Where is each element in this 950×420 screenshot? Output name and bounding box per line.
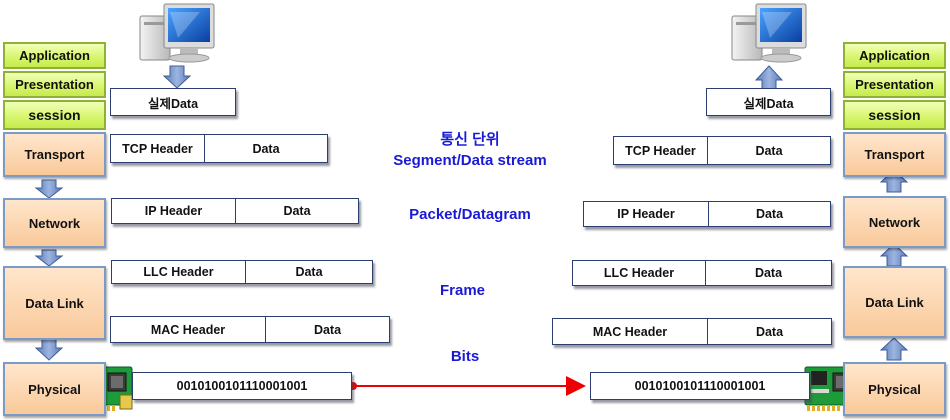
llc-data-cell: Data [705,261,831,285]
ip-packet-box: IP Header Data [583,201,831,227]
layer-label: Transport [24,147,85,162]
layer-application: Application [843,42,946,69]
llc-header-cell: LLC Header [143,265,214,279]
bits-value: 0010100101110001001 [634,379,766,393]
tcp-data-cell: Data [204,135,327,162]
llc-header-cell: LLC Header [603,266,675,280]
layer-label: Physical [868,381,921,397]
frame-label: Frame [439,282,486,299]
layer-transport: Transport [843,132,946,177]
layer-session: session [843,100,946,130]
unit-title-label: 통신 단위 [440,131,500,148]
mac-header-cell: MAC Header [150,322,226,337]
layer-label: Physical [28,381,81,397]
tcp-segment-box: TCP Header Data [613,136,831,165]
layer-label: Network [28,215,81,231]
bits-label: Bits [450,348,480,365]
ip-header-cell: IP Header [144,204,203,218]
tcp-segment-box: TCP Header Data [110,134,328,163]
layer-datalink: Data Link [843,266,946,338]
tcp-header-cell: TCP Header [122,141,193,156]
real-data-label: 실제Data [147,96,199,111]
llc-frame-box: LLC Header Data [572,260,832,286]
mac-frame-box: MAC Header Data [110,316,390,343]
layer-network: Network [3,198,106,248]
layer-presentation: Presentation [843,71,946,98]
ip-data-cell: Data [708,202,830,226]
layer-physical: Physical [843,362,946,416]
layer-label: Application [859,48,930,63]
computer-icon [731,3,807,63]
layer-label: Transport [864,147,925,162]
ip-header-cell: IP Header [617,207,675,221]
layer-label: Data Link [865,294,924,310]
ip-data-cell: Data [235,199,358,223]
tcp-header-cell: TCP Header [625,143,696,158]
layer-session: session [3,100,106,130]
tcp-data-cell: Data [707,137,830,164]
layer-label: Application [19,48,90,63]
layer-transport: Transport [3,132,106,177]
real-data-label: 실제Data [743,96,794,111]
packet-label: Packet/Datagram [409,206,531,223]
layer-presentation: Presentation [3,71,106,98]
up-arrow-icon [879,243,909,267]
bits-box: 0010100101110001001 [590,372,810,400]
layer-label: session [28,107,81,123]
layer-label: Presentation [15,77,94,92]
mac-data-cell: Data [265,317,389,342]
down-arrow-icon [162,65,192,89]
bits-value: 0010100101110001001 [176,379,308,393]
computer-icon [139,3,215,63]
bits-box: 0010100101110001001 [132,372,352,400]
layer-label: session [868,107,921,123]
llc-data-cell: Data [245,261,372,283]
down-arrow-icon [34,249,64,267]
real-data-box: 실제Data [706,88,831,116]
layer-label: Presentation [855,77,934,92]
layer-label: Network [868,214,921,230]
mac-frame-box: MAC Header Data [552,318,832,345]
layer-network: Network [843,196,946,248]
ip-packet-box: IP Header Data [111,198,359,224]
layer-datalink: Data Link [3,266,106,340]
up-arrow-icon [879,337,909,361]
real-data-box: 실제Data [110,88,236,116]
up-arrow-icon [754,65,784,91]
segment-label: Segment/Data stream [393,152,547,169]
llc-frame-box: LLC Header Data [111,260,373,284]
layer-application: Application [3,42,106,69]
down-arrow-icon [34,337,64,361]
mac-data-cell: Data [707,319,831,344]
layer-label: Data Link [25,295,84,311]
mac-header-cell: MAC Header [592,324,668,339]
down-arrow-icon [34,179,64,199]
layer-physical: Physical [3,362,106,416]
